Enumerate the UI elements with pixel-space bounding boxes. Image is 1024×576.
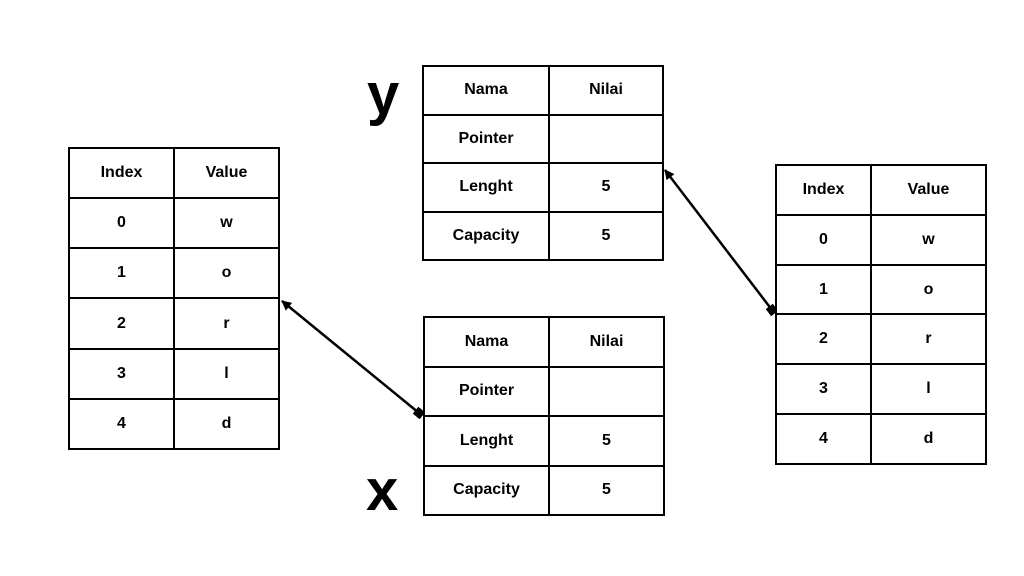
arrow-right-array-to-y: [664, 169, 779, 317]
value-cell: 5: [548, 464, 665, 516]
table-row: 3 l: [775, 363, 987, 416]
value-cell: 5: [548, 162, 664, 213]
value-cell: [548, 365, 665, 417]
header-row: Nama Nilai: [423, 316, 665, 368]
field-cell: Pointer: [423, 365, 550, 417]
value-cell: l: [870, 363, 987, 416]
table-row: 0 w: [775, 213, 987, 266]
table-row: 4 d: [68, 397, 280, 451]
slice-x-table: Nama Nilai Pointer Lenght 5 Capacity 5: [423, 316, 665, 516]
table-row: 1 o: [68, 247, 280, 300]
header-cell: Nilai: [548, 65, 664, 116]
value-cell: d: [870, 413, 987, 465]
index-cell: 1: [68, 247, 175, 300]
table-row: Capacity 5: [423, 464, 665, 516]
table-row: 1 o: [775, 263, 987, 316]
value-cell: 5: [548, 210, 664, 261]
index-cell: 0: [68, 197, 175, 250]
index-cell: 1: [775, 263, 872, 316]
header-cell: Index: [775, 164, 872, 216]
table-row: 2 r: [68, 297, 280, 350]
header-row: Index Value: [68, 146, 280, 200]
value-cell: l: [173, 347, 280, 400]
value-cell: w: [870, 213, 987, 266]
value-cell: w: [173, 197, 280, 250]
field-cell: Pointer: [422, 113, 550, 164]
header-cell: Value: [173, 146, 280, 200]
table-row: 0 w: [68, 197, 280, 250]
index-cell: 4: [775, 413, 872, 465]
value-cell: o: [870, 263, 987, 316]
value-cell: o: [173, 247, 280, 300]
header-cell: Nama: [422, 65, 550, 116]
arrow-x-to-left-array: [281, 300, 426, 420]
value-cell: r: [173, 297, 280, 350]
value-cell: [548, 113, 664, 164]
label-x: x: [366, 458, 399, 523]
slice-y-table: Nama Nilai Pointer Lenght 5 Capacity 5: [422, 65, 664, 261]
table-row: Pointer: [423, 365, 665, 417]
table-row: 4 d: [775, 413, 987, 465]
left-array-table: Index Value 0 w 1 o 2 r 3 l 4 d: [68, 146, 280, 451]
value-cell: 5: [548, 415, 665, 467]
field-cell: Capacity: [422, 210, 550, 261]
header-cell: Nama: [423, 316, 550, 368]
value-cell: r: [870, 313, 987, 366]
value-cell: d: [173, 397, 280, 451]
table-row: Lenght 5: [423, 415, 665, 467]
index-cell: 2: [775, 313, 872, 366]
field-cell: Lenght: [423, 415, 550, 467]
header-cell: Index: [68, 146, 175, 200]
header-cell: Value: [870, 164, 987, 216]
header-cell: Nilai: [548, 316, 665, 368]
table-row: Pointer: [422, 113, 664, 164]
field-cell: Capacity: [423, 464, 550, 516]
table-row: 2 r: [775, 313, 987, 366]
index-cell: 2: [68, 297, 175, 350]
index-cell: 0: [775, 213, 872, 266]
index-cell: 3: [775, 363, 872, 416]
table-row: Capacity 5: [422, 210, 664, 261]
index-cell: 4: [68, 397, 175, 451]
table-row: 3 l: [68, 347, 280, 400]
header-row: Nama Nilai: [422, 65, 664, 116]
field-cell: Lenght: [422, 162, 550, 213]
right-array-table: Index Value 0 w 1 o 2 r 3 l 4 d: [775, 164, 987, 465]
header-row: Index Value: [775, 164, 987, 216]
label-y: y: [367, 62, 400, 127]
table-row: Lenght 5: [422, 162, 664, 213]
index-cell: 3: [68, 347, 175, 400]
